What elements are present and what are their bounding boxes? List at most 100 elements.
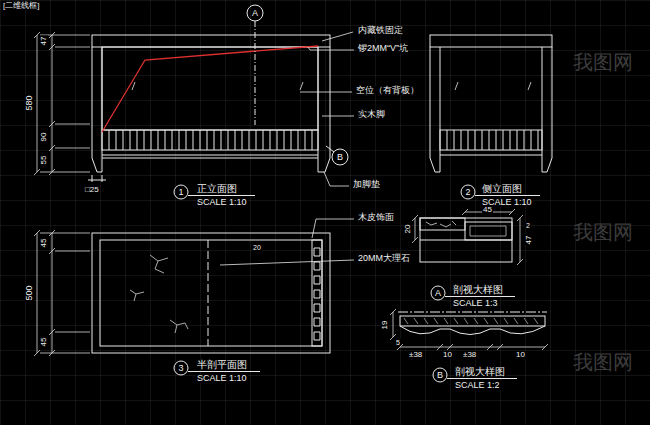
side-elevation [430,35,552,172]
leader-line [322,32,353,41]
dimension-line [397,344,548,350]
dimension: 19 [381,320,389,331]
side-elevation [455,82,531,90]
side-elevation [430,35,552,47]
dimension: 500 [25,284,34,301]
leader-line [308,47,354,50]
dimension-line [412,215,418,243]
half-section-plan [100,240,322,346]
section-marker [326,146,334,152]
title-mark [433,368,447,382]
dimension: 45 [40,238,48,249]
view-title: 半剖平面图 [196,360,248,370]
detail-a [465,222,512,240]
dimension-line [40,233,90,353]
dimension: 45 [40,337,48,348]
view-title: 剖视大样图 [452,285,504,295]
detail-b [398,312,547,313]
dimension: 580 [25,94,34,111]
detail-a [420,240,512,241]
half-section-plan [312,240,322,346]
dimension: 45 [482,206,493,214]
section-marker [332,149,348,165]
side-elevation [440,130,542,150]
dimension: 2 [525,222,531,229]
section-marker [247,5,263,21]
half-section-plan [92,233,330,353]
section-number: B [436,371,444,380]
view-title: 侧立面图 [481,184,523,194]
dimension: ±38 [408,351,423,359]
half-section-plan [92,233,330,353]
leader-line [312,219,354,238]
half-section-plan [130,255,188,333]
dimension-line [52,35,53,172]
view-number: 3 [177,364,184,373]
leader-line [324,172,349,186]
detail-a [420,218,465,230]
detail-b [400,326,545,335]
view-scale: SCALE 1:10 [196,198,248,207]
side-elevation [542,47,552,172]
section-marker: B [336,153,344,162]
section-marker [247,5,348,165]
side-elevation [430,47,440,172]
leader-line [220,260,354,265]
view-title: 剖视大样图 [454,367,506,377]
watermark: 我图网 [572,352,634,372]
callout-note: 加脚垫 [352,180,381,189]
dimension-line [37,233,38,353]
title-mark [174,361,188,375]
dimension: 55 [40,155,48,166]
title-mark [188,371,260,372]
front-elevation [132,82,303,90]
title-mark [188,195,255,196]
section-marker [255,21,256,125]
dimension-line [34,32,90,175]
dimension-line [34,230,90,356]
detail-b [404,318,538,324]
detail-a [420,218,512,262]
dimension: 20 [404,224,412,235]
dimension: 10 [442,351,453,359]
view-number: 2 [464,188,471,197]
section-number: A [434,289,442,298]
front-elevation [88,175,106,182]
view-mode: [二维线框] [2,2,40,10]
dimension: 90 [40,132,48,143]
front-elevation [318,47,330,172]
cut-line [102,46,318,132]
front-elevation [92,47,102,172]
side-elevation [447,130,538,150]
title-mark [447,378,517,379]
dimension-line [393,312,394,337]
dimension: 47 [525,235,533,246]
dimension-line [49,230,55,356]
view-number: 1 [177,188,184,197]
callout-note: 内藏铁固定 [357,26,404,35]
watermark: 我图网 [572,52,634,72]
title-mark [475,195,540,196]
half-section-plan [314,248,320,340]
view-title: 正立面图 [196,184,238,194]
dimension-line [34,32,40,175]
dimension-line [517,215,523,265]
dimension-line [49,32,55,175]
detail-b [400,316,545,326]
title-mark [431,286,445,300]
dimension: 47 [40,36,48,47]
detail-a [420,218,512,262]
dimension-line [40,35,90,172]
front-elevation [109,130,312,150]
dimension: □25 [84,186,100,194]
leader-line [300,92,352,93]
dimension-line [390,309,396,340]
title-mark [174,185,540,382]
front-elevation [102,130,318,150]
detail-a [470,226,506,236]
title-mark [445,296,515,297]
callout-note: 木皮饰面 [357,213,395,222]
